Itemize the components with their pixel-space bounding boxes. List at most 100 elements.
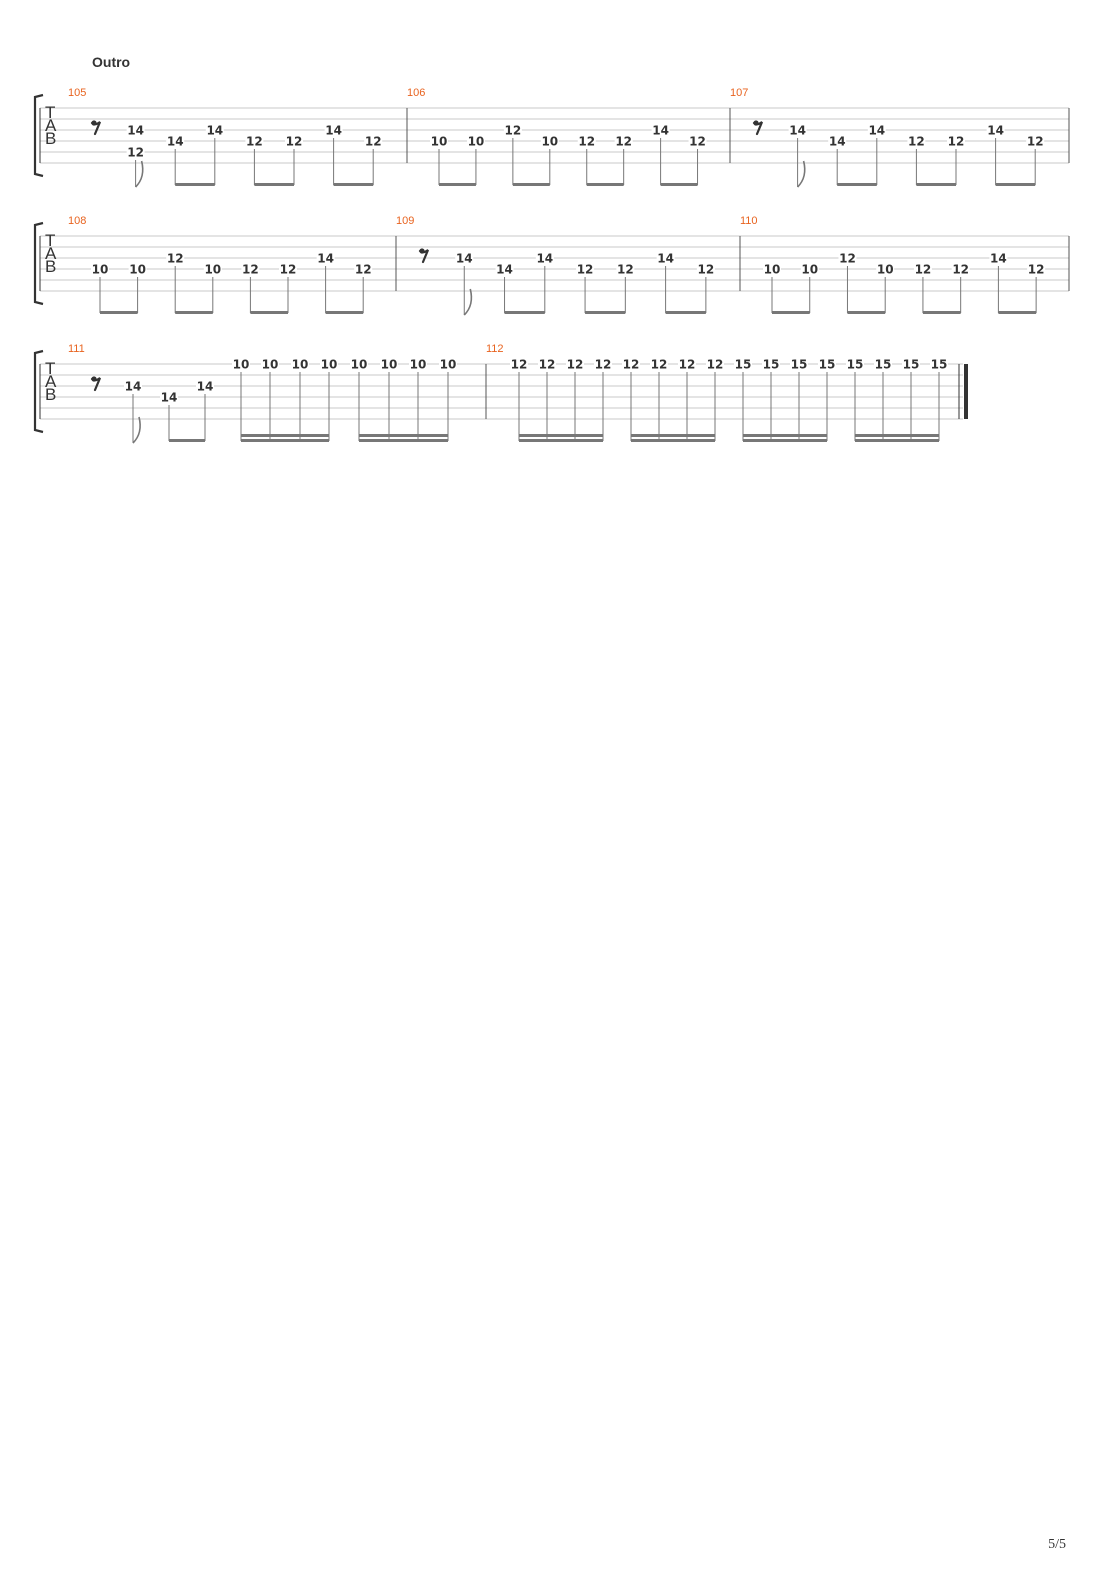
bar-number: 108 [68, 215, 86, 227]
fret-number: 15 [931, 358, 948, 372]
fret-mask [455, 252, 474, 264]
fret-mask [986, 124, 1005, 136]
fret-mask [989, 252, 1008, 264]
note-flag [132, 416, 141, 444]
note-beam [254, 183, 294, 186]
fret-mask [790, 358, 808, 370]
fret-number: 12 [567, 358, 584, 372]
fret-number: 10 [292, 358, 309, 372]
fret-mask [503, 124, 522, 136]
bar-number: 107 [730, 87, 748, 99]
fret-number: 12 [365, 135, 382, 149]
fret-number: 14 [789, 124, 806, 138]
note-beam [660, 183, 698, 186]
fret-number: 10 [129, 263, 146, 277]
fret-mask [947, 135, 965, 147]
fret-mask [203, 263, 222, 275]
fret-number: 14 [161, 391, 178, 405]
fret-mask [439, 358, 457, 370]
fret-mask [324, 124, 343, 136]
fret-mask [510, 358, 528, 370]
fret-mask [874, 358, 892, 370]
system-bracket [33, 221, 44, 306]
note-beam [175, 183, 215, 186]
fret-number: 12 [707, 358, 724, 372]
fret-mask [160, 391, 178, 403]
note-beam [169, 439, 205, 442]
note-beam [100, 311, 138, 314]
fret-number: 12 [511, 358, 528, 372]
fret-number: 14 [325, 124, 342, 138]
fret-number: 14 [206, 124, 223, 138]
fret-mask [1026, 135, 1045, 147]
fret-number: 12 [280, 263, 297, 277]
eighth-rest-dot [419, 248, 425, 254]
bar-number: 109 [396, 215, 414, 227]
fret-mask [788, 124, 807, 136]
bar-number: 110 [740, 215, 758, 227]
note-beam-secondary [855, 434, 939, 437]
fret-number: 15 [819, 358, 836, 372]
fret-mask [838, 252, 857, 264]
fret-mask [124, 380, 142, 392]
fret-mask [166, 135, 185, 147]
fret-number: 12 [577, 263, 594, 277]
note-beam [847, 311, 886, 314]
bar-number: 105 [68, 87, 86, 99]
note-beam [995, 183, 1036, 186]
fret-mask [261, 358, 279, 370]
bar-number: 112 [486, 343, 504, 355]
note-beam [504, 311, 545, 314]
fret-mask [706, 358, 724, 370]
fret-number: 12 [915, 263, 932, 277]
note-flag [135, 160, 144, 188]
tab-clef-letter: A [45, 116, 57, 135]
fret-number: 12 [1028, 263, 1045, 277]
note-beam-primary [631, 439, 715, 442]
note-beam [325, 311, 364, 314]
fret-number: 10 [351, 358, 368, 372]
fret-number: 10 [233, 358, 250, 372]
fret-mask [622, 358, 640, 370]
fret-number: 12 [127, 146, 144, 160]
fret-number: 12 [679, 358, 696, 372]
fret-mask [350, 358, 368, 370]
fret-number: 15 [735, 358, 752, 372]
note-beam-primary [743, 439, 827, 442]
tab-clef-letter: A [45, 244, 57, 263]
fret-number: 14 [197, 380, 214, 394]
fret-mask [846, 358, 864, 370]
fret-number: 12 [578, 135, 595, 149]
fret-mask [166, 252, 185, 264]
tab-clef-letter: T [45, 359, 55, 378]
fret-mask [614, 135, 633, 147]
fret-mask [126, 146, 145, 158]
fret-number: 14 [868, 124, 885, 138]
fret-mask [616, 263, 635, 275]
note-beam-primary [855, 439, 939, 442]
fret-number: 14 [496, 263, 513, 277]
fret-number: 10 [541, 135, 558, 149]
fret-number: 10 [764, 263, 781, 277]
fret-number: 12 [355, 263, 372, 277]
eighth-rest-dot [753, 120, 759, 126]
fret-number: 10 [204, 263, 221, 277]
fret-mask [1027, 263, 1046, 275]
note-beam [837, 183, 877, 186]
fret-number: 10 [410, 358, 427, 372]
fret-mask [907, 135, 926, 147]
fret-number: 12 [623, 358, 640, 372]
note-flag [463, 288, 473, 316]
fret-mask [678, 358, 696, 370]
note-beam [333, 183, 374, 186]
fret-number: 14 [987, 124, 1004, 138]
fret-number: 12 [539, 358, 556, 372]
fret-mask [91, 263, 109, 275]
fret-mask [241, 263, 260, 275]
note-beam-secondary [241, 434, 329, 437]
fret-number: 10 [321, 358, 338, 372]
fret-mask [364, 135, 383, 147]
fret-number: 12 [167, 252, 184, 266]
fret-mask [696, 263, 715, 275]
tab-clef-letter: T [45, 103, 55, 122]
